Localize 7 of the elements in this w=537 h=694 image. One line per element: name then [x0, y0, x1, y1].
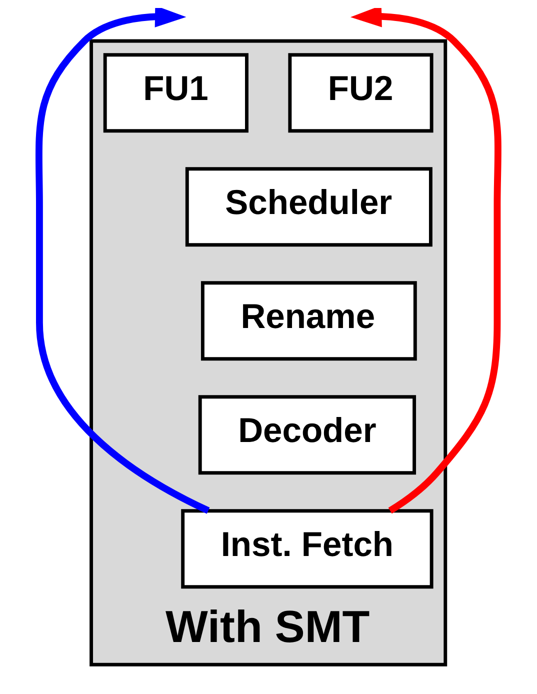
- node-box: FU1: [103, 53, 248, 133]
- node-box: Decoder: [198, 395, 416, 475]
- node-box: Scheduler: [185, 167, 432, 247]
- node-box: FU2: [288, 53, 434, 133]
- node-box: Rename: [200, 281, 417, 361]
- arrow: [36, 8, 210, 514]
- node-box: Inst. Fetch: [181, 509, 434, 589]
